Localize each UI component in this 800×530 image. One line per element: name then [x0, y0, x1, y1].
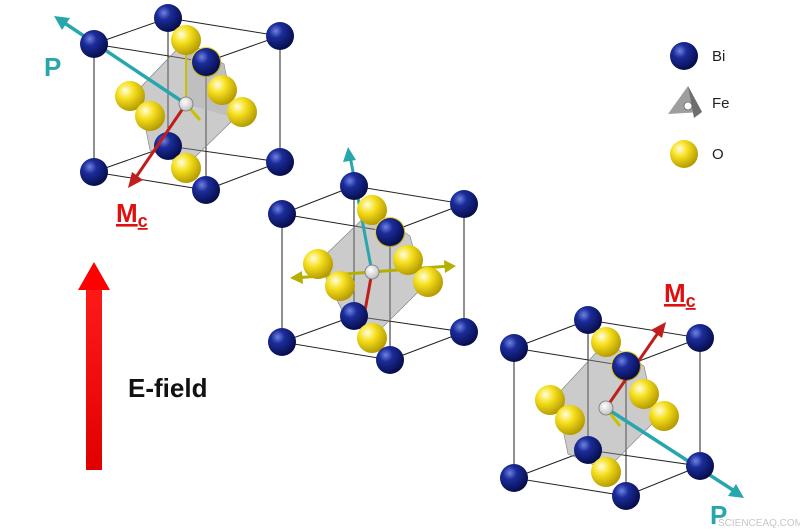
- magnetization-subscript: c: [138, 211, 148, 231]
- oxygen-atom: [393, 245, 423, 275]
- bismuth-atom: [612, 352, 640, 380]
- bismuth-atom: [376, 346, 404, 374]
- magnetization-arrowhead: [128, 172, 143, 188]
- magnetization-label: Mc: [116, 198, 148, 231]
- oxygen-atom: [649, 401, 679, 431]
- polarization-arrow: [59, 18, 187, 106]
- polarization-label: P: [44, 52, 61, 82]
- bismuth-atom: [574, 306, 602, 334]
- legend-label-o: O: [712, 146, 724, 163]
- oxygen-atom: [171, 25, 201, 55]
- unit-cell-3: [500, 306, 744, 510]
- oxygen-atom: [413, 267, 443, 297]
- bismuth-atom: [80, 30, 108, 58]
- oxygen-atom: [171, 153, 201, 183]
- bismuth-atom: [376, 218, 404, 246]
- bismuth-atom: [80, 158, 108, 186]
- oxygen-atom: [629, 379, 659, 409]
- oxygen-legend-icon: [670, 140, 698, 168]
- oxygen-atom: [591, 327, 621, 357]
- legend-label-bi: Bi: [712, 48, 725, 65]
- bismuth-atom: [612, 482, 640, 510]
- legend: Bi Fe O: [668, 42, 730, 168]
- polarization-arrow: [605, 406, 737, 494]
- oxygen-atom: [357, 195, 387, 225]
- magnetization-label: Mc: [664, 278, 696, 311]
- polarization-label: P: [710, 500, 727, 530]
- anisotropy-arrowhead: [290, 271, 303, 284]
- oxygen-atom: [135, 101, 165, 131]
- bismuth-atom: [192, 176, 220, 204]
- bismuth-legend-icon: [670, 42, 698, 70]
- unit-cell-2: [268, 147, 478, 374]
- bismuth-atom: [340, 302, 368, 330]
- bismuth-atom: [340, 172, 368, 200]
- bismuth-atom: [500, 334, 528, 362]
- oxygen-atom: [325, 271, 355, 301]
- legend-label-fe: Fe: [712, 95, 730, 112]
- bismuth-atom: [686, 452, 714, 480]
- iron-octahedron-legend-icon: [668, 86, 702, 118]
- oxygen-atom: [115, 81, 145, 111]
- bismuth-atom: [154, 4, 182, 32]
- oxygen-atom: [207, 75, 237, 105]
- bismuth-atom: [574, 436, 602, 464]
- electric-field-arrow: [78, 262, 110, 470]
- field-label: E-field: [128, 373, 207, 403]
- bismuth-atom: [266, 148, 294, 176]
- polarization-arrowhead: [343, 147, 356, 162]
- oxygen-atom: [591, 457, 621, 487]
- bismuth-atom: [268, 328, 296, 356]
- bismuth-atom: [450, 318, 478, 346]
- watermark: SCIENCEAQ.COM: [718, 518, 800, 529]
- bismuth-atom: [500, 464, 528, 492]
- magnetization-arrow: [132, 103, 188, 181]
- magnetization-subscript: c: [686, 291, 696, 311]
- oxygen-atom: [303, 249, 333, 279]
- bismuth-atom: [192, 48, 220, 76]
- bismuth-atom: [450, 190, 478, 218]
- iron-atom: [178, 96, 194, 112]
- oxygen-atom: [227, 97, 257, 127]
- oxygen-atom: [555, 405, 585, 435]
- iron-atom: [364, 264, 380, 280]
- polarization-arrowhead: [54, 16, 70, 30]
- bismuth-atom: [266, 22, 294, 50]
- oxygen-atom: [535, 385, 565, 415]
- iron-atom: [598, 400, 614, 416]
- unit-cell-1: [54, 4, 294, 204]
- polarization-arrowhead: [728, 484, 744, 498]
- anisotropy-arrowhead: [444, 260, 456, 273]
- oxygen-atom: [357, 323, 387, 353]
- magnetization-arrowhead: [651, 322, 666, 338]
- bismuth-atom: [268, 200, 296, 228]
- bismuth-atom: [686, 324, 714, 352]
